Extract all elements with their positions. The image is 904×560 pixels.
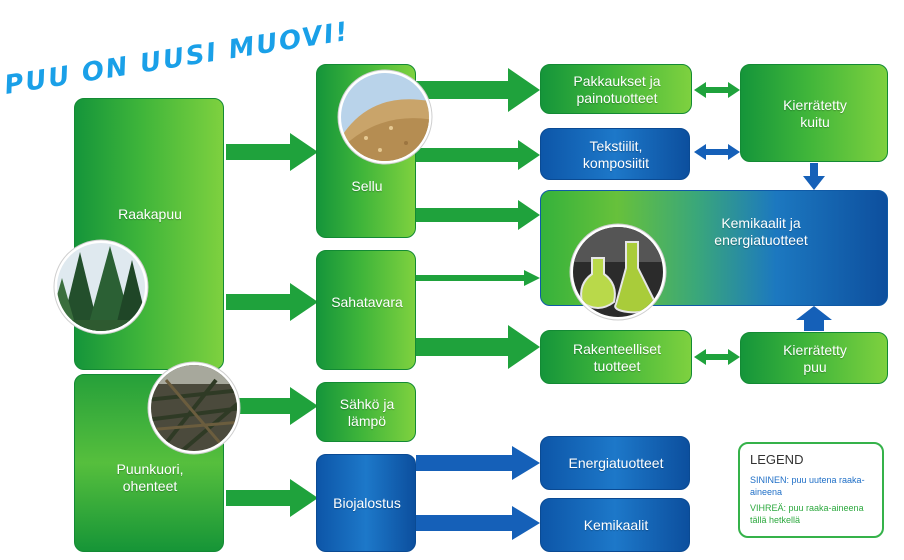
arrow-sellu-tekstiilit (416, 140, 540, 170)
arrow-biojalostus-energiatuotteet (416, 446, 540, 480)
node-energiatuotteet: Energiatuotteet (540, 436, 690, 490)
node-rakenteelliset: Rakenteelliset tuotteet (540, 330, 692, 384)
node-kemikaalit: Kemikaalit (540, 498, 690, 552)
node-sahatavara: Sahatavara (316, 250, 416, 370)
node-tekstiilit: Tekstiilit, komposiitit (540, 128, 690, 180)
arrow-sellu-kemikaalit (416, 200, 540, 230)
label-sahko: Sähkö ja lämpö (339, 396, 395, 429)
node-biojalostus: Biojalostus (316, 454, 416, 552)
arrow-sahatavara-rakenteelliset (416, 325, 540, 369)
node-sahko: Sähkö ja lämpö (316, 382, 416, 442)
label-sellu: Sellu (351, 178, 383, 194)
node-kierratetty-kuitu: Kierrätetty kuitu (740, 64, 888, 162)
legend: LEGEND SININEN: puu uutena raaka-aineena… (738, 442, 884, 538)
label-biojalostus: Biojalostus (333, 495, 401, 511)
lab-flasks-image (569, 223, 667, 321)
label-pakkaukset: Pakkaukset ja painotuotteet (573, 73, 661, 106)
label-tekstiilit: Tekstiilit, komposiitit (582, 138, 650, 171)
arrow-puu-kemikaalit (796, 306, 832, 331)
arrow-biojalostus-kemikaalit (416, 506, 540, 540)
diagram-title: PUU ON UUSI MUOVI! (6, 17, 352, 101)
arrow-sahatavara-kemikaalit (416, 270, 540, 286)
wood-pulp-image (337, 69, 433, 165)
bark-branches-image (147, 361, 241, 455)
node-kierratetty-puu: Kierrätetty puu (740, 332, 888, 384)
label-kierratetty-puu: Kierrätetty puu (783, 342, 847, 375)
legend-green-entry: VIHREÄ: puu raaka-aineena tällä hetkellä (750, 503, 864, 525)
double-arrow-rakenteelliset-puu (694, 349, 740, 365)
label-kemikaalit: Kemikaalit (583, 517, 649, 533)
legend-blue-entry: SININEN: puu uutena raaka-aineena (750, 475, 865, 497)
legend-title: LEGEND (750, 452, 804, 467)
arrow-raakapuu-sellu (226, 133, 318, 171)
label-kemikaalit-energia: Kemikaalit ja energiatuotteet (714, 215, 808, 248)
arrow-raakapuu-sahatavara (226, 283, 318, 321)
label-puunkuori: Puunkuori, ohenteet (116, 461, 184, 494)
arrow-puunkuori-biojalostus (226, 479, 318, 517)
double-arrow-pakkaukset-kuitu (694, 82, 740, 98)
arrow-sellu-pakkaukset (416, 68, 540, 112)
label-rakenteelliset: Rakenteelliset tuotteet (573, 341, 661, 374)
label-sahatavara: Sahatavara (331, 294, 403, 310)
label-raakapuu: Raakapuu (118, 206, 182, 222)
arrow-kuitu-kemikaalit (803, 163, 825, 190)
label-kierratetty-kuitu: Kierrätetty kuitu (783, 97, 847, 130)
node-pakkaukset: Pakkaukset ja painotuotteet (540, 64, 692, 114)
spruce-trees-image (53, 239, 149, 335)
label-energiatuotteet: Energiatuotteet (568, 455, 664, 471)
double-arrow-tekstiilit-kuitu (694, 144, 740, 160)
arrow-puunkuori-sahko (226, 387, 318, 425)
